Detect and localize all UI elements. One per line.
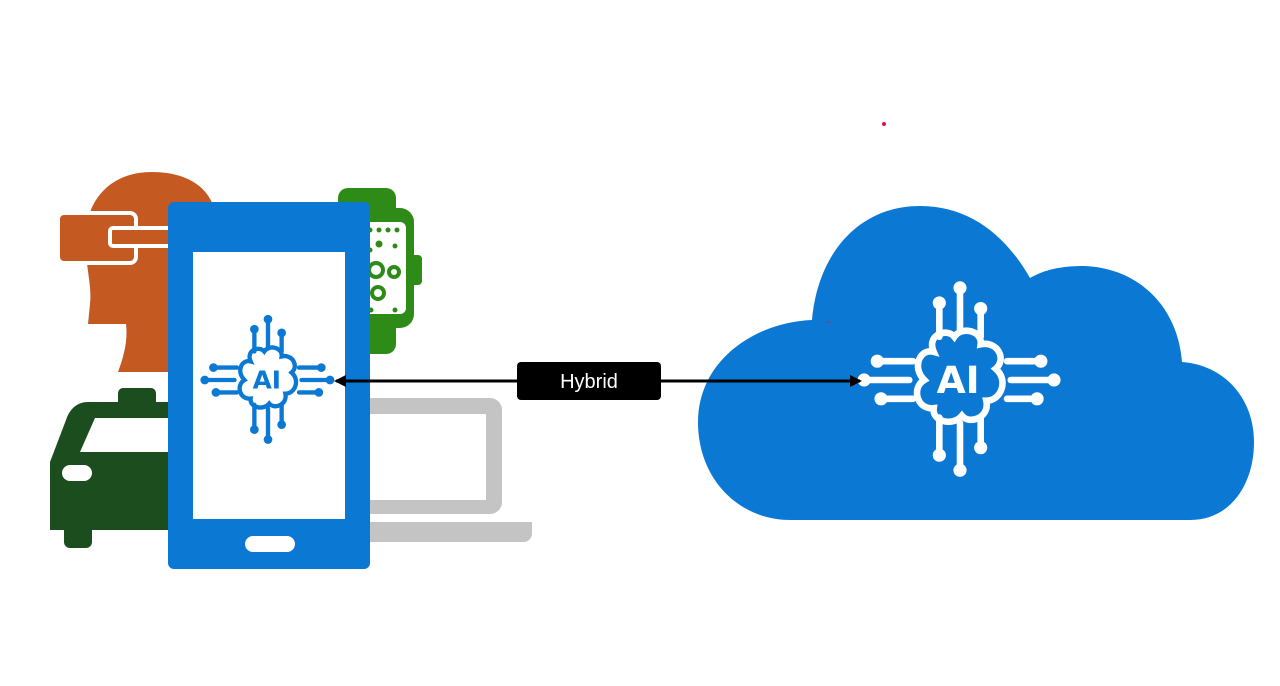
cloud-icon xyxy=(698,206,1254,520)
smartphone-icon xyxy=(168,202,370,569)
stray-dot xyxy=(827,321,829,323)
cloud-ai-label: AI xyxy=(937,358,980,402)
device-ai-brain-icon: AI xyxy=(200,314,335,444)
hybrid-label-box: Hybrid xyxy=(517,362,661,400)
device-ai-label: AI xyxy=(253,366,281,395)
hybrid-label: Hybrid xyxy=(560,371,618,393)
laptop-icon xyxy=(320,398,532,542)
stray-dot xyxy=(882,122,886,126)
